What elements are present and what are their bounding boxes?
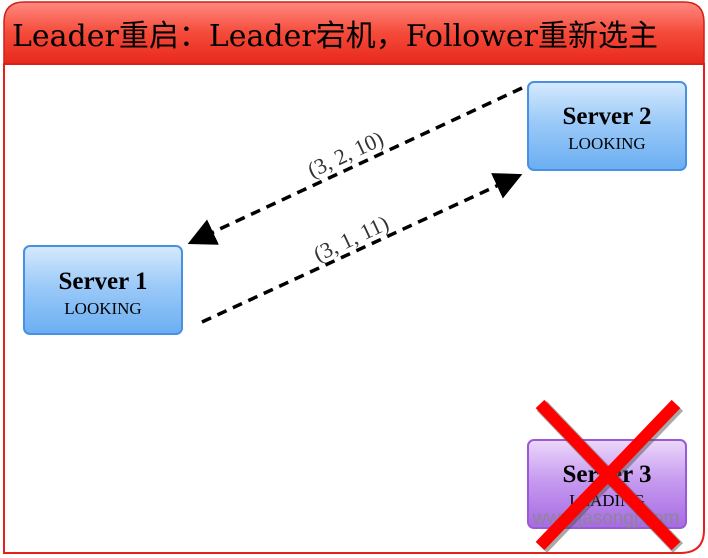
message-arrow-2-to-1 bbox=[187, 86, 523, 245]
title: Leader重启：Leader宕机，Follower重新选主 bbox=[12, 19, 658, 54]
server-1-name: Server 1 bbox=[58, 268, 147, 295]
server-1-state: LOOKING bbox=[64, 299, 141, 318]
title-bar bbox=[3, 1, 705, 65]
frame bbox=[3, 63, 705, 554]
crash-cross-icon bbox=[535, 399, 684, 553]
server-2-node[interactable]: Server 2 LOOKING bbox=[527, 81, 687, 171]
server-2-state: LOOKING bbox=[568, 134, 645, 153]
message-arrow-1-to-2 bbox=[201, 173, 523, 324]
server-2-name: Server 2 bbox=[562, 103, 651, 130]
server-1-node[interactable]: Server 1 LOOKING bbox=[23, 245, 183, 335]
